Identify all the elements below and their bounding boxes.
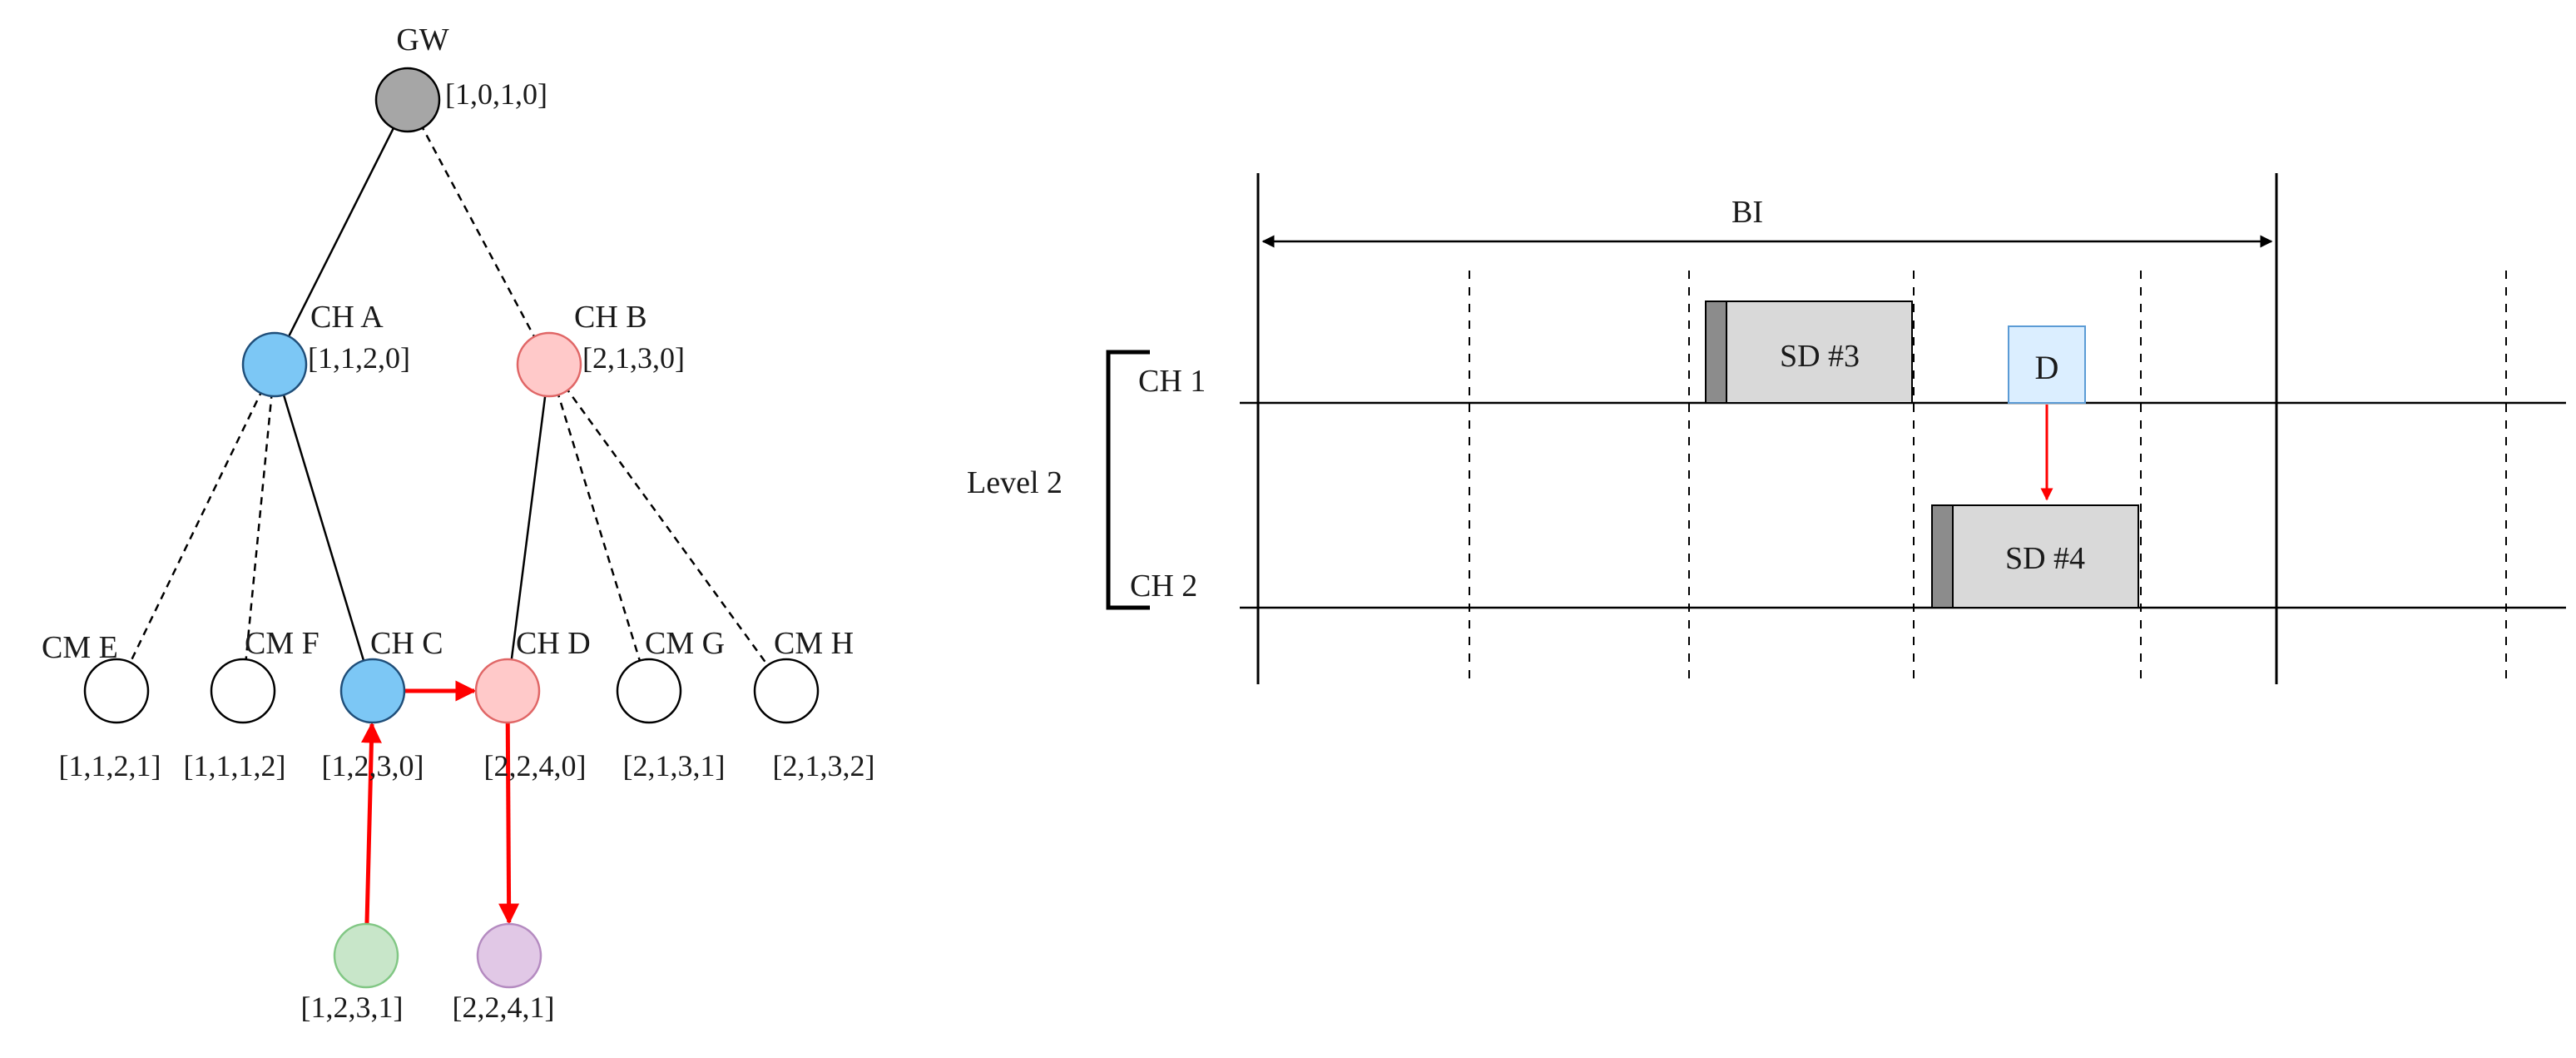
slot-sd3: SD #3 <box>1705 301 1913 404</box>
node-chd: CH D [2,2,4,0] <box>474 626 591 782</box>
slot-label: SD #3 <box>1780 339 1860 374</box>
slot-marker <box>1931 504 1954 608</box>
node-circle <box>339 658 406 724</box>
node-src: [1,2,3,1] <box>301 922 404 1024</box>
node-label: CM H <box>774 626 854 661</box>
route-arrow-chd-dst <box>498 722 520 925</box>
node-label: CH D <box>516 626 591 661</box>
node-address: [1,1,2,1] <box>59 749 161 782</box>
node-address: [1,1,2,0] <box>308 341 410 375</box>
node-cha: CH A [1,1,2,0] <box>241 300 410 398</box>
node-address: [1,1,1,2] <box>184 749 286 782</box>
node-circle <box>474 658 541 724</box>
link-gw-chb <box>406 99 551 365</box>
node-address: [2,1,3,2] <box>773 749 875 782</box>
node-circle <box>374 67 441 133</box>
slot-body <box>1712 301 1913 404</box>
node-chb: CH B [2,1,3,0] <box>516 300 685 398</box>
routing-path <box>360 680 520 925</box>
link-cha-cme <box>115 364 276 692</box>
data-packet-box <box>2008 325 2086 404</box>
node-circle <box>753 658 820 724</box>
link-chb-cmg <box>547 364 651 692</box>
tree-links <box>115 99 788 692</box>
slot-body <box>1938 504 2139 608</box>
level-label: Level 2 <box>967 465 1063 500</box>
route-arrow-src-chc <box>360 722 382 925</box>
slot-sd4: SD #4 <box>1931 504 2139 608</box>
channel-label: CH 2 <box>1130 569 1197 604</box>
link-cha-chc <box>273 364 374 692</box>
cluster-tree: GW [1,0,1,0] CH A [1,1,2,0] CH B [2,1,3,0] CM … <box>42 22 874 1024</box>
node-circle <box>476 922 542 989</box>
node-circle <box>241 331 308 398</box>
node-address: [1,2,3,1] <box>301 991 404 1024</box>
timing-diagram: BI CH 1 CH 2 Level 2 SD #3 SD #4 D <box>967 173 2566 684</box>
data-packet-label: D <box>2035 349 2059 386</box>
node-circle <box>83 658 150 724</box>
link-cha-cmf <box>241 364 276 692</box>
node-label: GW <box>396 22 448 57</box>
node-address: [2,2,4,1] <box>453 991 555 1024</box>
data-packet: D <box>2008 325 2086 501</box>
link-chb-chd <box>506 364 551 692</box>
node-cmh: CM H [2,1,3,2] <box>753 626 875 782</box>
node-label: CH B <box>574 300 647 335</box>
node-label: CM F <box>245 626 320 661</box>
node-cmf: CM F [1,1,1,2] <box>184 626 320 782</box>
node-dst: [2,2,4,1] <box>453 922 555 1024</box>
slot-marker <box>1705 301 1727 404</box>
node-cme: CM E [1,1,2,1] <box>42 630 161 782</box>
node-address: [2,1,3,1] <box>623 749 726 782</box>
slot-label: SD #4 <box>2005 541 2085 576</box>
node-gw: GW [1,0,1,0] <box>374 22 547 133</box>
node-circle <box>516 331 582 398</box>
node-circle <box>333 922 399 989</box>
link-chb-cmh <box>547 364 788 692</box>
link-gw-cha <box>273 99 409 365</box>
level-bracket <box>1106 350 1150 610</box>
node-cmg: CM G [2,1,3,1] <box>616 626 726 782</box>
node-address: [1,2,3,0] <box>322 749 424 782</box>
node-label: CM E <box>42 630 118 665</box>
node-circle <box>210 658 276 724</box>
node-address: [2,2,4,0] <box>484 749 587 782</box>
node-address: [1,0,1,0] <box>445 77 547 111</box>
interval-label: BI <box>1731 195 1763 230</box>
node-circle <box>616 658 682 724</box>
node-label: CH C <box>370 626 443 661</box>
slot-separators <box>1469 271 2507 684</box>
node-label: CH A <box>310 300 384 335</box>
node-chc: CH C [1,2,3,0] <box>322 626 443 782</box>
tree-nodes: GW [1,0,1,0] CH A [1,1,2,0] CH B [2,1,3,0] CM … <box>42 22 874 1024</box>
node-label: CM G <box>645 626 725 661</box>
node-address: [2,1,3,0] <box>582 341 685 375</box>
channel-label: CH 1 <box>1138 364 1206 399</box>
